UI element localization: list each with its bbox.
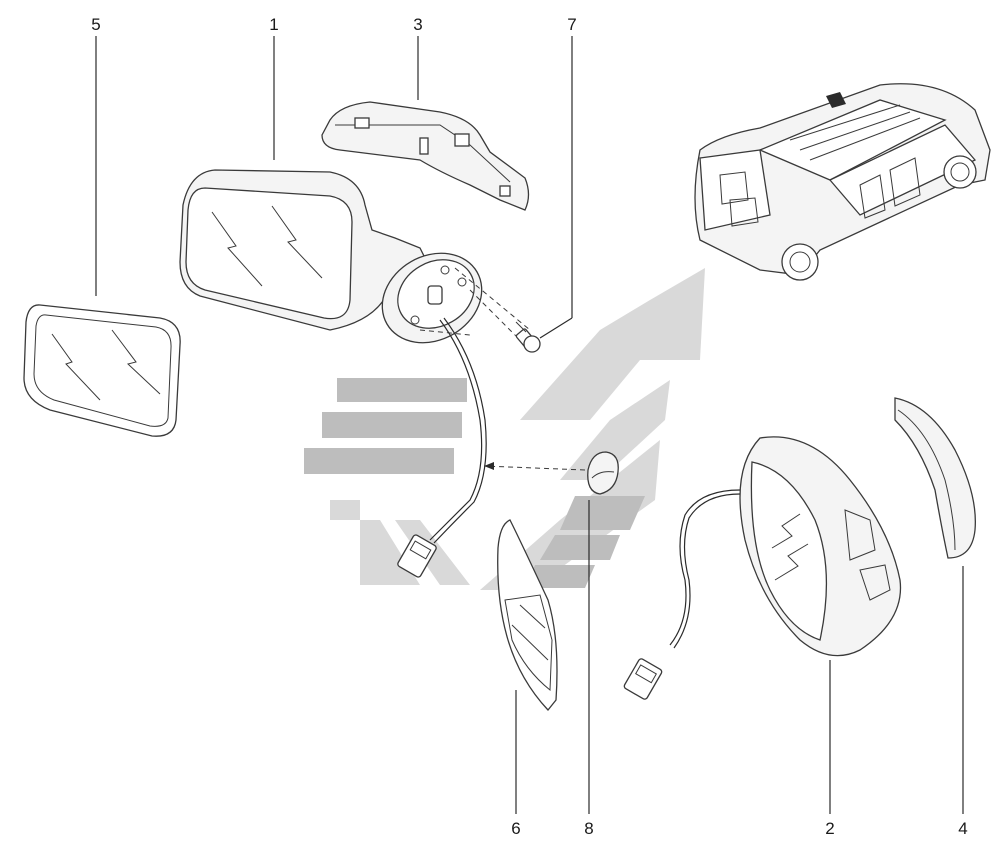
car-illustration bbox=[694, 83, 991, 281]
callout-6: 6 bbox=[511, 819, 520, 838]
callout-8: 8 bbox=[584, 819, 593, 838]
callout-7: 7 bbox=[567, 15, 576, 34]
callout-4: 4 bbox=[958, 819, 967, 838]
part-4-right-cover bbox=[894, 397, 976, 559]
part-2-cable bbox=[623, 489, 741, 700]
part-5-mirror-glass bbox=[23, 304, 181, 437]
callout-3: 3 bbox=[413, 15, 422, 34]
callout-1: 1 bbox=[269, 15, 278, 34]
part-3-trim-cover bbox=[321, 101, 530, 211]
callout-5: 5 bbox=[91, 15, 100, 34]
part-1-cable bbox=[397, 317, 487, 578]
part-8-clip bbox=[483, 451, 619, 495]
callout-2: 2 bbox=[825, 819, 834, 838]
part-6-side-repeater bbox=[497, 519, 558, 711]
leader-lines bbox=[95, 36, 964, 814]
part-2-right-mirror bbox=[739, 436, 902, 657]
callout-labels: 5 1 3 7 6 8 2 4 bbox=[91, 15, 967, 838]
part-7-screw bbox=[515, 321, 541, 353]
part-1-mirror-housing bbox=[179, 169, 531, 346]
